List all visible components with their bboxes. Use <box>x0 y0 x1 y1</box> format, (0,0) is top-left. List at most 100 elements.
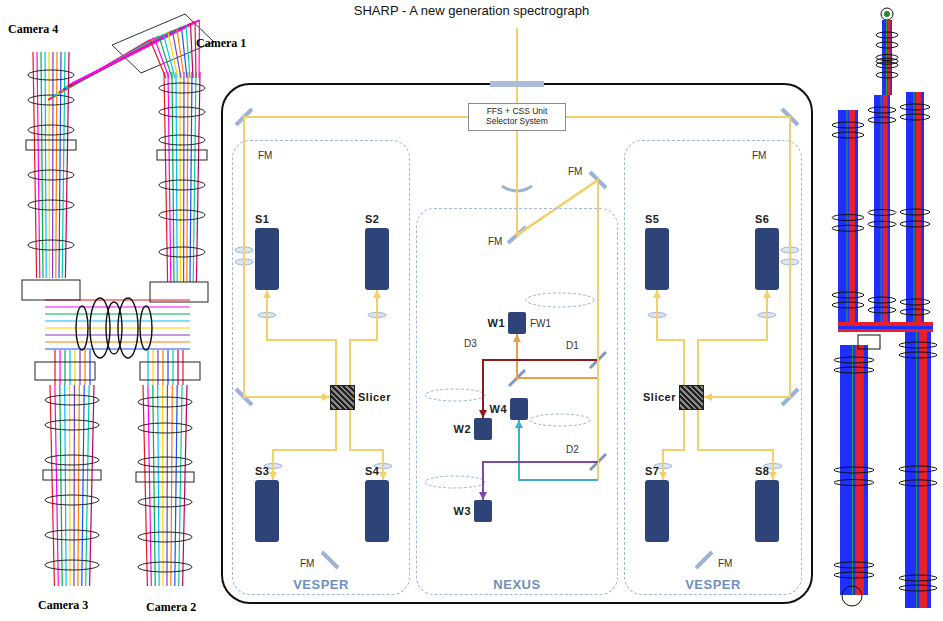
fold-mirror <box>696 552 712 568</box>
lens-ring <box>76 306 88 350</box>
light-path-branch <box>350 290 377 385</box>
prism <box>35 362 95 380</box>
beam-tube <box>874 95 890 330</box>
light-path-branch <box>663 410 684 480</box>
spec-shape <box>645 228 669 290</box>
lens <box>159 107 205 117</box>
component-label: FM <box>488 236 502 248</box>
beam-tube <box>882 20 892 95</box>
ray <box>173 31 182 78</box>
filter-wheel <box>425 389 485 401</box>
ray <box>193 72 196 282</box>
ray <box>162 350 163 385</box>
ray <box>182 350 183 385</box>
beam-tube <box>916 92 921 332</box>
mount <box>858 335 880 349</box>
ray <box>62 52 65 278</box>
ray <box>45 334 190 335</box>
ray <box>41 52 43 278</box>
lens <box>138 562 192 572</box>
light-path <box>698 410 773 480</box>
lens <box>832 132 864 138</box>
ray <box>73 385 75 586</box>
light-path-branch <box>483 360 598 418</box>
beam-tube <box>886 20 887 95</box>
ray <box>45 306 190 307</box>
win-shape <box>508 312 526 334</box>
beam-tube <box>881 95 882 330</box>
node-label: S7 <box>645 465 659 478</box>
detector-box: W1 <box>488 312 527 334</box>
beam-tube <box>916 330 917 608</box>
filter-wheel <box>530 414 590 426</box>
node-label: S6 <box>755 213 769 226</box>
lens <box>138 497 192 507</box>
lens <box>159 83 205 93</box>
ray <box>60 385 62 586</box>
ray <box>162 385 164 586</box>
light-path <box>663 410 684 480</box>
lens <box>45 395 99 405</box>
ray <box>59 31 173 93</box>
ray <box>177 350 178 385</box>
win-shape <box>474 418 492 440</box>
lens <box>899 466 937 472</box>
layout-drawing <box>222 28 812 603</box>
lens <box>159 210 205 220</box>
lens-barrel <box>136 472 194 482</box>
fold-mirror <box>782 389 798 405</box>
ray <box>54 350 55 385</box>
lens <box>45 560 99 570</box>
lens <box>900 104 930 110</box>
ray <box>190 72 192 282</box>
lens <box>868 117 896 123</box>
light-path <box>483 131 598 500</box>
light-path <box>350 410 383 480</box>
lens <box>876 62 898 68</box>
lens <box>900 221 930 227</box>
ray <box>37 52 40 278</box>
lens <box>834 467 874 473</box>
ray <box>183 72 185 282</box>
beam-tube <box>847 110 848 325</box>
node-label: VESPER <box>293 577 349 592</box>
ray <box>72 20 199 83</box>
light-path-branch <box>517 334 598 378</box>
lens <box>834 357 874 363</box>
fold-mirror <box>322 552 338 568</box>
light-path-branch <box>657 290 684 385</box>
spec-shape <box>255 480 279 542</box>
ray <box>63 27 181 89</box>
ray <box>50 385 54 586</box>
ray <box>65 52 69 278</box>
light-path <box>657 290 684 385</box>
spec-shape <box>365 480 389 542</box>
ray <box>177 29 184 78</box>
ray <box>195 22 196 78</box>
lens-ring <box>106 302 122 354</box>
input-beam <box>516 28 518 103</box>
ray <box>70 22 195 85</box>
spectrograph-box: S5 <box>645 213 669 290</box>
ray <box>45 320 190 321</box>
ray <box>196 72 200 282</box>
ray <box>176 72 177 282</box>
lens <box>899 575 937 581</box>
lens <box>899 480 937 486</box>
ray <box>167 350 168 385</box>
ray <box>57 33 168 94</box>
ray <box>155 38 170 78</box>
light-path <box>244 117 468 397</box>
camera-label: Camera 2 <box>146 600 196 614</box>
slicer-block: Slicer <box>330 385 391 410</box>
selector-box: FFS + CSS Unit Selector System <box>468 103 566 131</box>
component-label: FM <box>752 150 766 162</box>
lens <box>45 530 99 540</box>
light-path <box>566 117 790 397</box>
lens <box>832 122 864 128</box>
ray <box>65 385 66 586</box>
node-label: S2 <box>365 213 379 226</box>
lens <box>159 180 205 190</box>
ray <box>45 313 190 314</box>
ray <box>45 299 190 300</box>
